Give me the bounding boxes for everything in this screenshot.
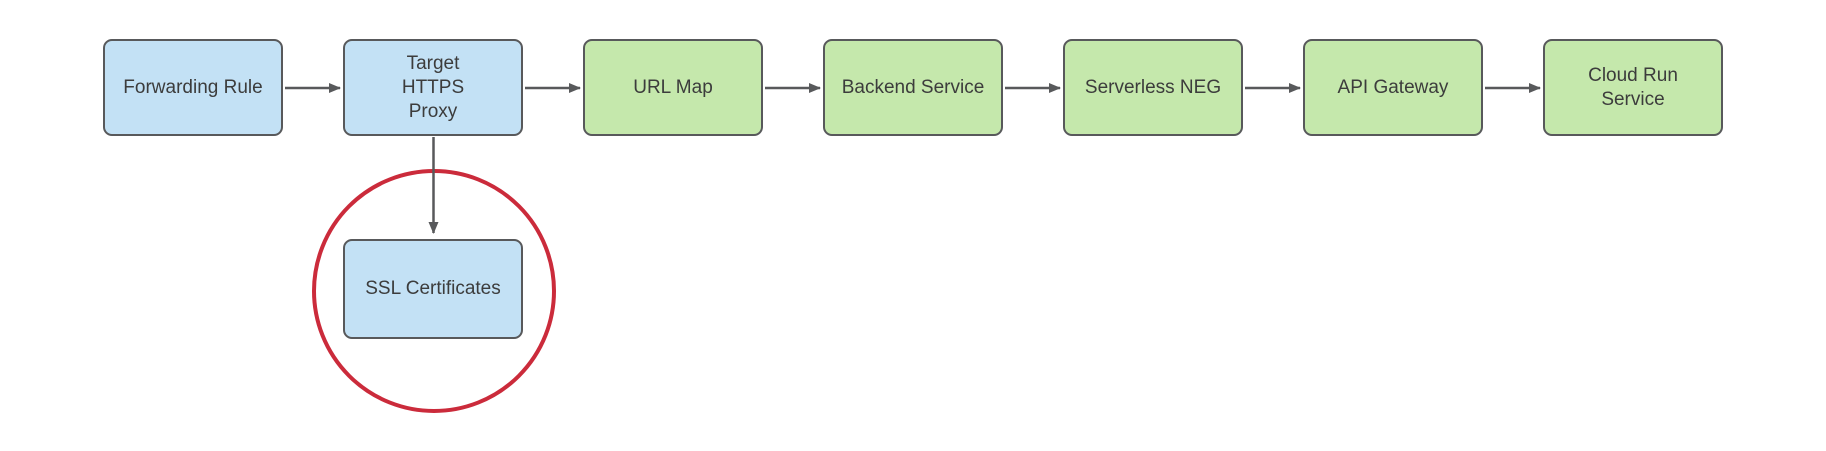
node-label: Forwarding Rule	[123, 76, 263, 98]
node-ssl-certificates: SSL Certificates	[343, 239, 523, 339]
node-label: Backend Service	[841, 76, 985, 98]
node-target-https-proxy: Target HTTPS Proxy	[343, 39, 523, 136]
node-label: Serverless NEG	[1084, 76, 1222, 98]
node-label: Target HTTPS Proxy	[401, 52, 465, 122]
node-backend-service: Backend Service	[823, 39, 1003, 136]
node-api-gateway: API Gateway	[1303, 39, 1483, 136]
node-label: API Gateway	[1337, 76, 1449, 98]
node-label: SSL Certificates	[365, 278, 501, 299]
node-label: Cloud Run Service	[1588, 64, 1678, 110]
node-url-map: URL Map	[583, 39, 763, 136]
node-forwarding-rule: Forwarding Rule	[103, 39, 283, 136]
node-cloud-run-service: Cloud Run Service	[1543, 39, 1723, 136]
node-label: URL Map	[633, 76, 713, 98]
node-serverless-neg: Serverless NEG	[1063, 39, 1243, 136]
